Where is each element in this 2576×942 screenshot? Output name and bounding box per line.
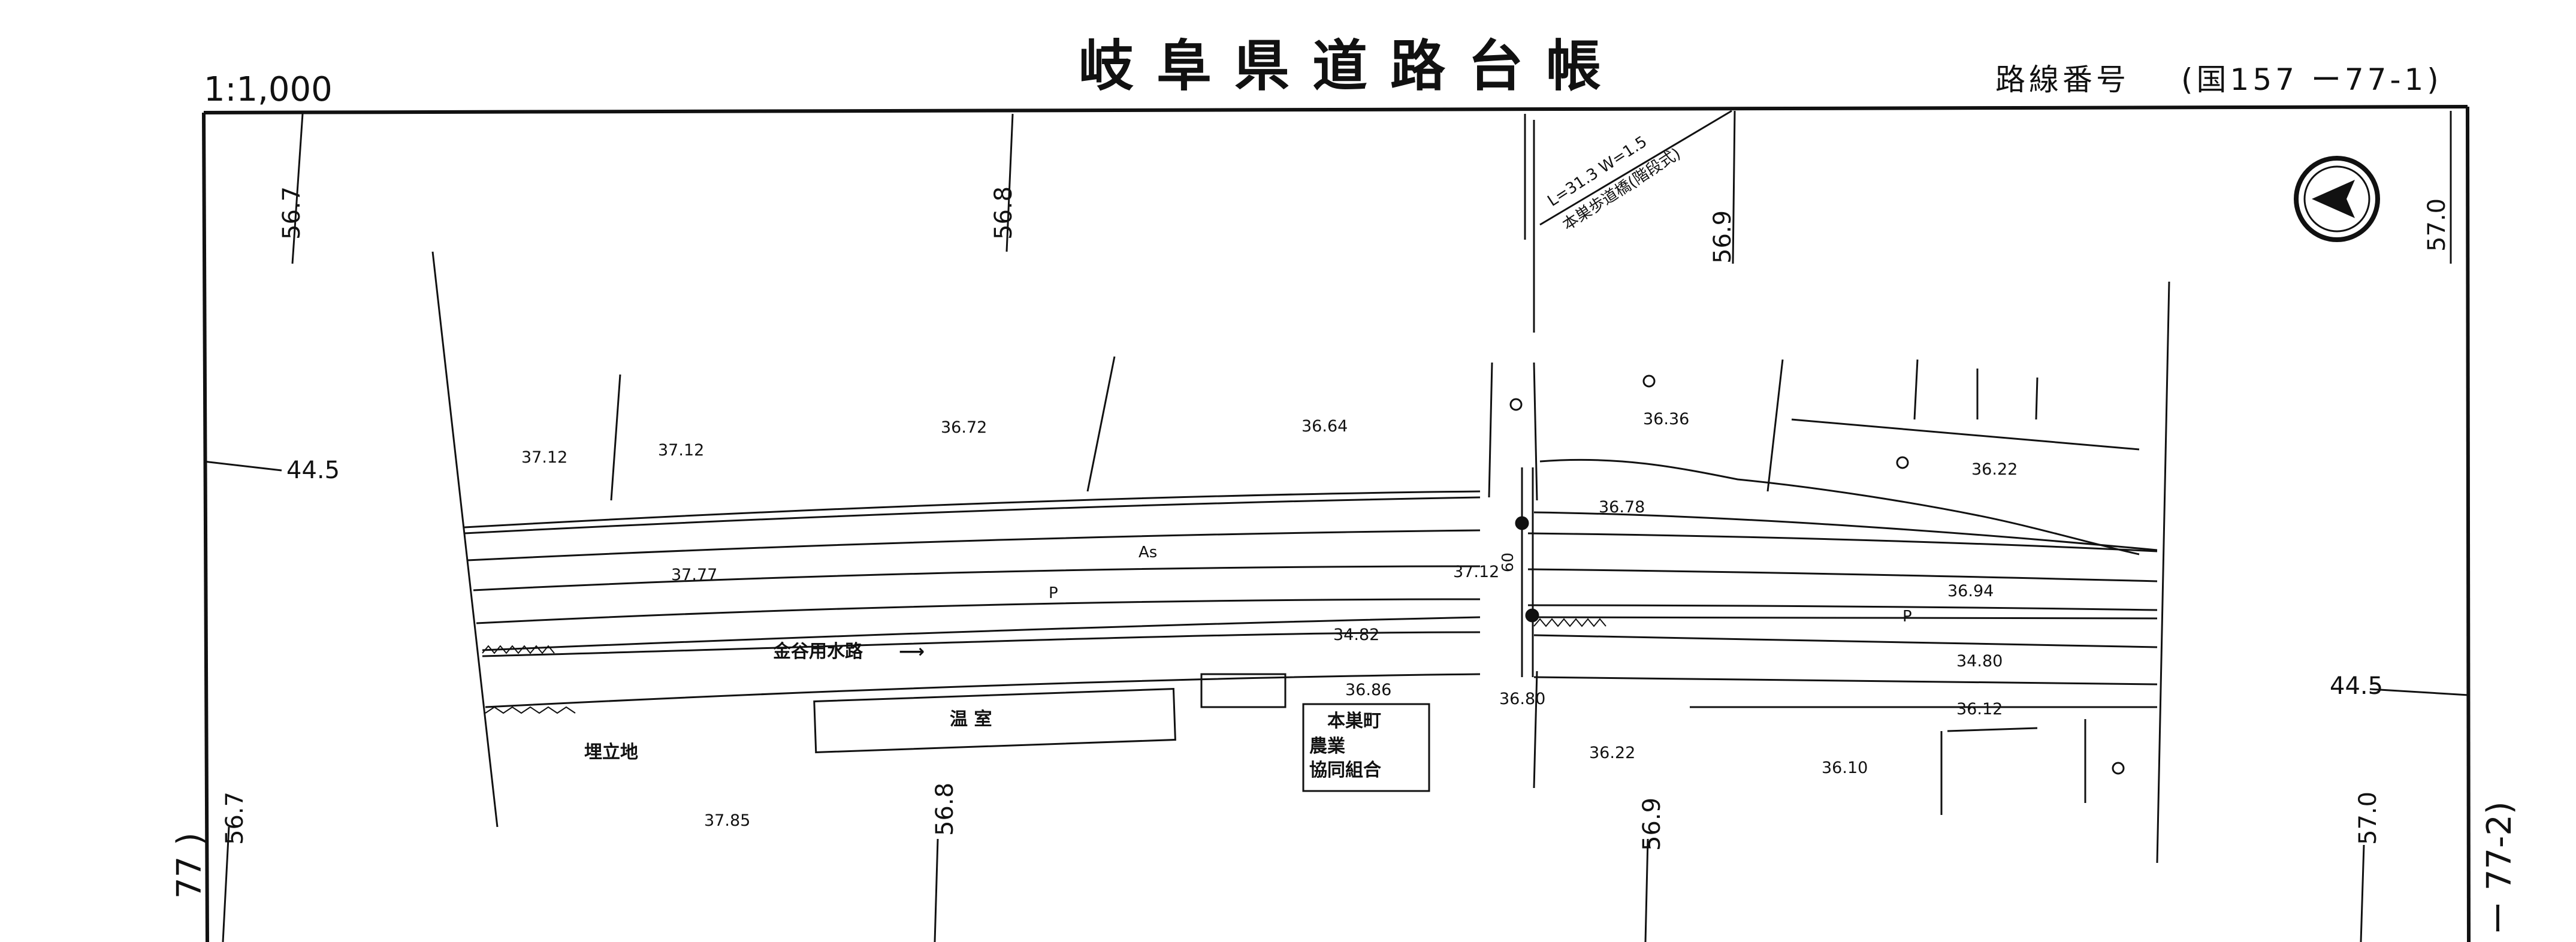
- grid-label-top-4: 57.0: [2423, 198, 2451, 252]
- road-surface-label: As: [1138, 544, 1157, 561]
- elevation-point: 36.72: [941, 418, 987, 437]
- map-title: 岐阜県道路台帳: [1079, 34, 1624, 98]
- waterway-arrow-icon: ⟶: [899, 641, 925, 662]
- elevation-point: 36.78: [1599, 498, 1645, 517]
- grid-label-top-2: 56.8: [990, 186, 1017, 240]
- greenhouse-building: [813, 688, 1176, 753]
- waterway-label: 金谷用水路: [772, 641, 863, 662]
- elevation-point: 34.80: [1956, 652, 2003, 671]
- elevation-point: 37.12: [658, 441, 704, 460]
- grid-label-top-1: 56.7: [278, 186, 306, 240]
- grid-label-right: 44.5: [2330, 672, 2383, 700]
- elevation-point: 36.36: [1643, 410, 1689, 428]
- coop-label-line-3: 協同組合: [1309, 760, 1381, 781]
- north-arrow-icon: [2294, 156, 2380, 242]
- coop-label-line-1: 本巣町: [1327, 711, 1381, 732]
- grid-ticks: [203, 110, 2469, 942]
- pole-markers: [1509, 375, 2125, 775]
- grid-label-left: 44.5: [286, 457, 340, 484]
- route-number-label: 路線番号: [1995, 62, 2130, 97]
- adjacent-sheet-right: ー 77-2): [2480, 801, 2519, 935]
- road-outline: [431, 110, 2170, 864]
- elevation-point: 36.86: [1345, 681, 1391, 699]
- route-number-value: (国157 ー77-1): [2181, 62, 2442, 97]
- elevation-point: 34.82: [1333, 626, 1379, 644]
- elevation-point: 36.22: [1589, 744, 1635, 762]
- grid-label-top-3: 56.9: [1709, 210, 1737, 264]
- elevation-point: 36.80: [1499, 690, 1545, 708]
- elevation-point: 37.12: [1453, 563, 1499, 581]
- grid-label-bottom-2: 56.8: [931, 783, 959, 836]
- elevation-point: 36.12: [1956, 700, 2003, 718]
- elevation-point: 36.64: [1301, 417, 1348, 436]
- coop-label-line-2: 農業: [1309, 736, 1345, 757]
- elevation-point: 37.85: [704, 811, 750, 830]
- bridge-width-dimension: 60: [1499, 552, 1517, 572]
- grid-label-bottom-3: 56.9: [1638, 798, 1666, 851]
- elevation-point: 36.10: [1822, 759, 1868, 777]
- elevation-points: 37.12 37.12 36.72 36.64 36.36 36.22 36.7…: [521, 410, 2018, 830]
- elevation-point: 37.12: [521, 448, 567, 467]
- parking-label-left: P: [1049, 584, 1058, 602]
- scale-label: 1:1,000: [204, 70, 333, 109]
- grid-label-bottom-1: 56.7: [221, 792, 249, 845]
- elevation-point: 36.22: [1971, 460, 2018, 479]
- map-frame: [202, 105, 2471, 942]
- elevation-point: 37.77: [671, 566, 717, 584]
- parking-label-right: P: [1902, 608, 1912, 626]
- elevation-point: 36.94: [1947, 582, 1994, 600]
- landfill-label: 埋立地: [584, 742, 638, 763]
- coop-building: [1302, 703, 1430, 792]
- grid-label-bottom-4: 57.0: [2354, 792, 2382, 845]
- adjacent-sheet-left: 77 ): [170, 832, 209, 899]
- waterway-hatching: [482, 618, 1606, 714]
- greenhouse-label: 温 室: [950, 709, 992, 730]
- small-structure: [1200, 673, 1287, 708]
